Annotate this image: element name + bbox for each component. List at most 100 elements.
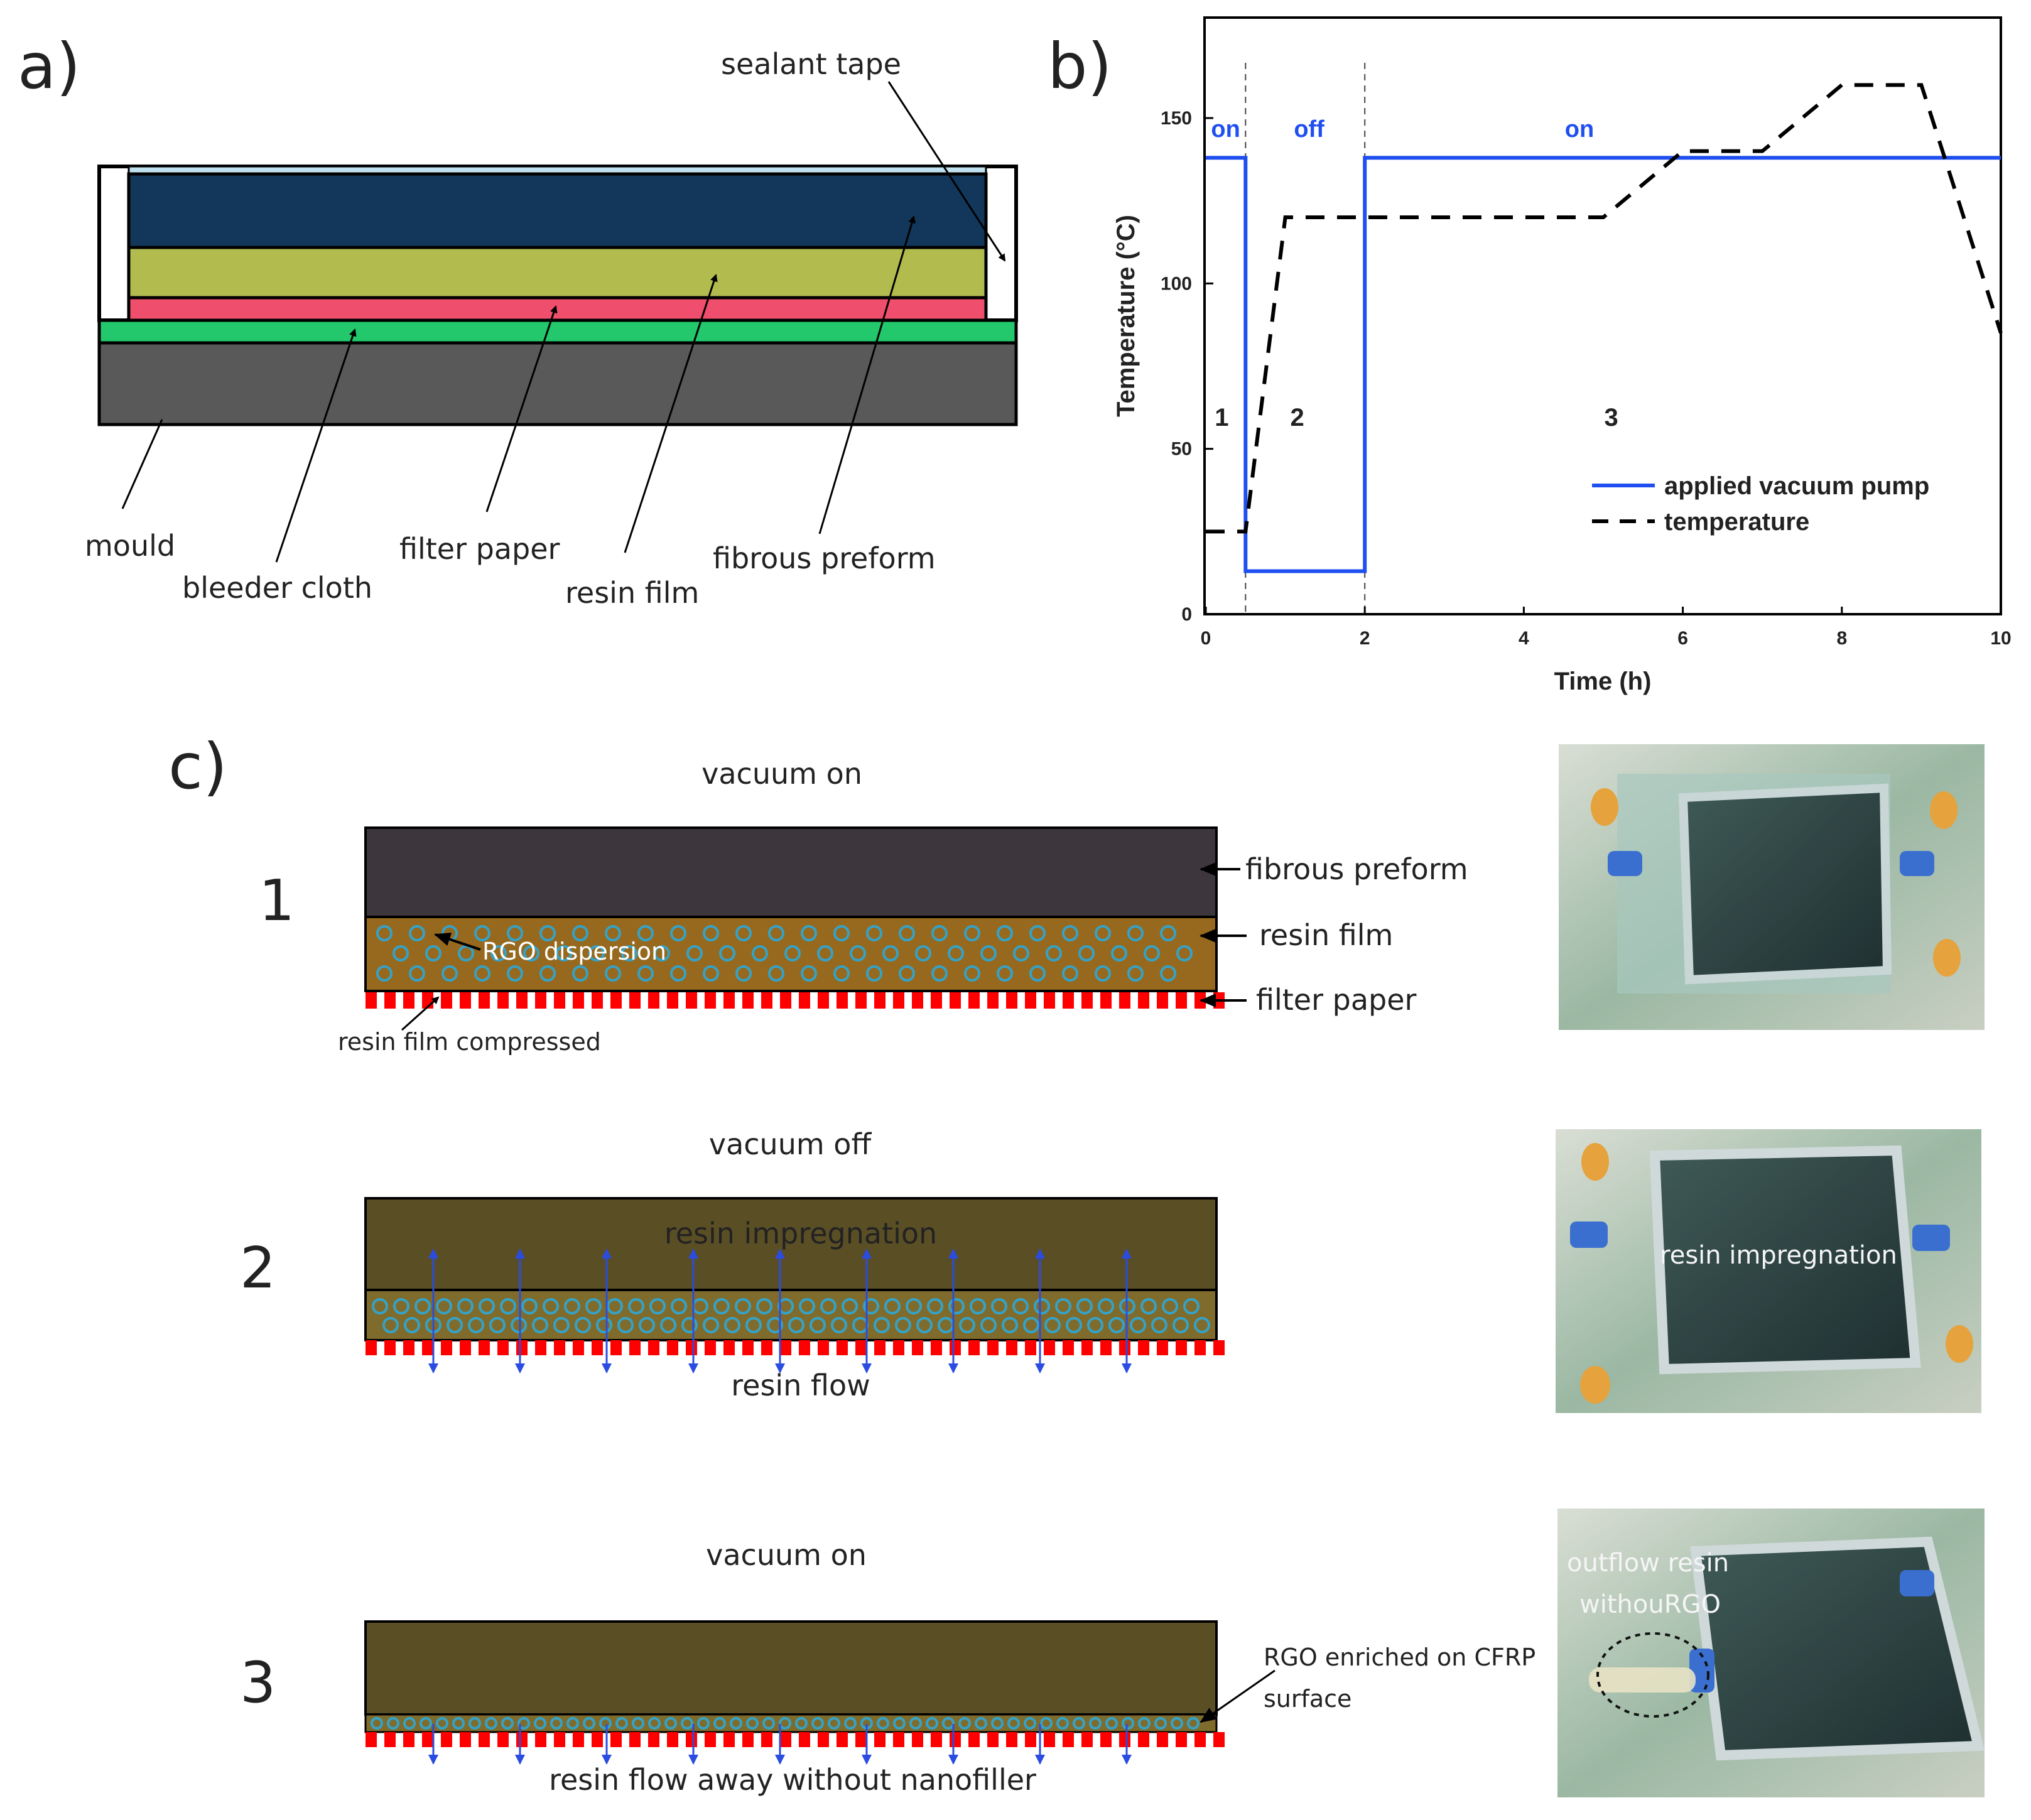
filter-paper-segment (516, 1340, 528, 1355)
filter-paper-segment (723, 1732, 735, 1747)
rgo-particle (779, 1717, 791, 1730)
stage-3: 3 vacuum on RGO enriched on CFRP surface… (240, 1509, 1985, 1797)
filter-paper-segment (912, 1732, 923, 1747)
filter-paper-segment (723, 992, 735, 1009)
leader-resin (624, 274, 718, 553)
rgo-particle (899, 925, 915, 941)
rgo-particle (884, 1298, 901, 1314)
panel-c-letter: c) (168, 730, 227, 803)
filter-paper-segment (629, 1732, 641, 1747)
rgo-particle (575, 1317, 591, 1333)
filter-paper-segment (441, 1340, 452, 1355)
rgo-particle (703, 1317, 719, 1333)
rgo-particle (948, 945, 964, 961)
stage-3-filter-paper (366, 1732, 1225, 1747)
stage-number-label: 3 (1605, 404, 1618, 431)
filter-paper-segment (931, 1340, 942, 1355)
rgo-particle (1029, 925, 1046, 941)
label-resin-film: resin film (565, 576, 699, 610)
rgo-particle (468, 1717, 481, 1730)
rgo-particle (500, 1298, 516, 1314)
filter-paper-segment (610, 1340, 622, 1355)
filter-paper-segment (460, 992, 471, 1009)
outflow-highlight-circle (1596, 1632, 1709, 1718)
filter-paper-segment (1176, 992, 1187, 1009)
filter-paper-segment (1213, 1732, 1225, 1747)
rgo-particle (599, 1717, 612, 1730)
rgo-particle (607, 1298, 623, 1314)
label-resin-impregnation: resin impregnation (664, 1216, 937, 1250)
filter-paper-segment (554, 992, 565, 1009)
rgo-particle (457, 1298, 474, 1314)
layer-fibrous-preform (127, 172, 988, 249)
filter-paper-segment (403, 1732, 414, 1747)
stage-number-label: 1 (1215, 404, 1228, 431)
stage-3-photo: outflow resin withouRGO (1557, 1509, 1985, 1797)
rgo-particle (414, 1298, 431, 1314)
rgo-particle (1122, 1717, 1134, 1730)
rgo-particle (660, 1317, 676, 1333)
filter-paper-segment (403, 1340, 414, 1355)
series-line-vacuum (1206, 156, 2001, 573)
filter-paper-segment (479, 1732, 490, 1747)
filter-paper-segment (855, 992, 867, 1009)
filter-paper-segment (686, 1340, 697, 1355)
rgo-particle (539, 925, 556, 941)
rgo-particle (1183, 1298, 1200, 1314)
filter-paper-segment (1138, 992, 1149, 1009)
filter-paper-segment (837, 1340, 848, 1355)
rgo-particle (485, 1717, 497, 1730)
filter-paper-segment (1176, 1732, 1187, 1747)
rgo-particle (1062, 965, 1078, 982)
filter-paper-segment (648, 1340, 659, 1355)
rgo-particle (916, 1317, 933, 1333)
rgo-particle (1171, 1717, 1183, 1730)
rgo-particle (1173, 1317, 1189, 1333)
rgo-particle (372, 1298, 388, 1314)
rgo-particle (777, 1298, 794, 1314)
filter-paper-segment (987, 992, 999, 1009)
leader-bleeder (275, 328, 357, 563)
stage-2-rgo-particles (372, 1298, 1210, 1333)
filter-paper-segment (799, 1732, 810, 1747)
rgo-particle (1034, 1298, 1050, 1314)
filter-paper-segment (384, 1340, 396, 1355)
rgo-particle (703, 925, 719, 941)
rgo-particle (811, 1717, 824, 1730)
rgo-particle (1127, 965, 1144, 982)
rgo-particle (1013, 945, 1029, 961)
rgo-particle (489, 1317, 506, 1333)
rgo-particle (964, 965, 980, 982)
filter-paper-segment (1006, 1340, 1017, 1355)
label-rgo-enriched-2: surface (1264, 1685, 1351, 1713)
stage-1: 1 vacuum on RGO dispersion resin film co… (259, 744, 1985, 1056)
filter-paper-segment (629, 992, 641, 1009)
rgo-particle (909, 1717, 922, 1730)
rgo-particle (784, 945, 801, 961)
leader-preform (818, 215, 916, 534)
rgo-particle (703, 965, 719, 982)
rgo-particle (1095, 965, 1111, 982)
filter-paper-segment (592, 1340, 603, 1355)
filter-paper-segment (573, 1340, 584, 1355)
filter-paper-segment (968, 1340, 980, 1355)
rgo-particle (817, 945, 833, 961)
rgo-particle (927, 1298, 943, 1314)
rgo-particle (1029, 965, 1046, 982)
rgo-particle (1140, 1298, 1157, 1314)
rgo-particle (810, 1317, 826, 1333)
filter-paper-segment (893, 992, 904, 1009)
rgo-particle (403, 1717, 416, 1730)
filter-paper-segment (516, 992, 528, 1009)
rgo-particle (801, 925, 817, 941)
layer-bleeder-cloth (97, 318, 1018, 345)
filter-paper-segment (648, 1732, 659, 1747)
rgo-particle (566, 1717, 579, 1730)
filter-paper-segment (554, 1340, 565, 1355)
rgo-particle (893, 1717, 906, 1730)
rgo-particle (762, 1717, 775, 1730)
leader-rgo (434, 933, 481, 951)
